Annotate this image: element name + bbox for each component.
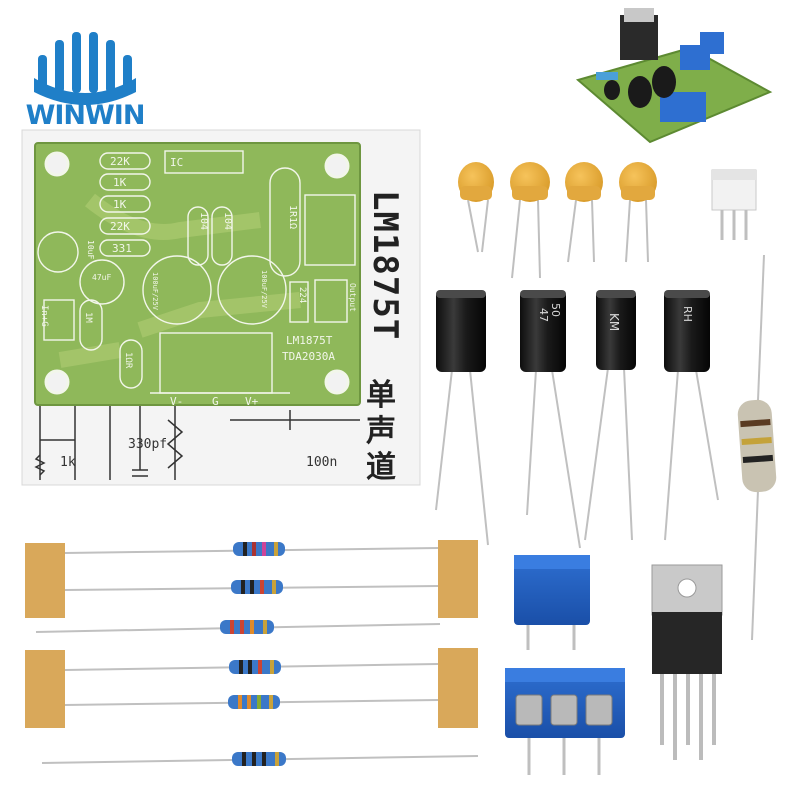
silk-r4: 22K — [110, 220, 130, 233]
brand-logo-text: WINWIN — [25, 100, 146, 131]
schematic-100n-label: 100n — [306, 455, 337, 470]
silk-c2: 104 — [222, 212, 233, 230]
terminal-block-2pin — [514, 555, 590, 650]
cap4-rh-text: RH — [681, 306, 694, 322]
electrolytic-cap-2: 50 47 — [520, 290, 581, 549]
silk-r-out: 1ΩR — [123, 352, 133, 369]
resistor-6 — [232, 752, 286, 766]
schematic-res-label: 1k — [60, 455, 76, 470]
resistor-3 — [220, 620, 274, 634]
ceramic-cap-1 — [458, 162, 494, 253]
silk-g: G — [212, 395, 219, 408]
resistor-2 — [231, 580, 283, 594]
pcb-chip-label: LM1875T — [365, 190, 405, 341]
pcb-chinese-label: 单声道 — [366, 378, 396, 485]
schematic-cap-label: 330pf — [128, 437, 167, 452]
silk-c4: 47uF — [92, 273, 111, 282]
cap2-capacitance-text: 47 — [537, 308, 550, 322]
electrolytic-cap-1 — [435, 290, 489, 546]
cap2-voltage-text: 50 — [549, 303, 562, 317]
cap3-km-text: KM — [607, 313, 621, 331]
ceramic-capacitors — [458, 162, 657, 279]
silk-vminus: V- — [170, 395, 183, 408]
power-resistor — [737, 254, 777, 641]
electrolytic-cap-3: KM — [584, 290, 636, 541]
silk-model2: TDA2030A — [282, 350, 335, 363]
pcb-board: 22K 1K 1K 22K 331 IC 1R1Ω 104 104 10uF 4… — [34, 142, 361, 408]
resistor-4 — [229, 660, 281, 674]
electrolytic-capacitors: 50 47 KM RH — [435, 290, 719, 549]
silk-input: In+G — [39, 305, 49, 327]
assembled-module — [575, 8, 773, 144]
silk-model1: LM1875T — [286, 334, 333, 347]
electrolytic-cap-4: RH — [664, 290, 719, 541]
terminal-block-3pin — [505, 668, 625, 775]
silk-c5: 100uF/25V — [151, 272, 159, 311]
silk-c7: 224 — [297, 287, 307, 303]
silk-r5: 331 — [112, 242, 132, 255]
taped-resistor-strip-1 — [25, 540, 478, 634]
silk-vplus: V+ — [245, 395, 259, 408]
silk-output: Output — [348, 283, 357, 312]
silk-ic: IC — [170, 156, 183, 169]
logo-bars-icon — [34, 32, 136, 105]
silk-c1: 104 — [198, 212, 209, 230]
silk-r1: 22K — [110, 155, 130, 168]
mounting-holes — [44, 151, 350, 395]
silk-r2: 1K — [113, 176, 127, 189]
resistor-1 — [233, 542, 285, 556]
silk-r-in: 1M — [83, 312, 93, 323]
taped-resistor-strip-2 — [25, 648, 479, 766]
silk-r3: 1K — [113, 198, 127, 211]
ceramic-cap-4 — [619, 162, 657, 263]
resistor-5 — [228, 695, 280, 709]
silk-c3: 10uF — [86, 240, 95, 259]
silk-c6: 100uF/25V — [260, 270, 268, 309]
amplifier-ic — [651, 564, 723, 760]
ceramic-cap-2 — [510, 162, 550, 279]
brand-logo — [34, 32, 136, 105]
silk-r-big: 1R1Ω — [287, 205, 298, 229]
white-header-connector — [711, 169, 757, 240]
ceramic-cap-3 — [565, 162, 603, 263]
